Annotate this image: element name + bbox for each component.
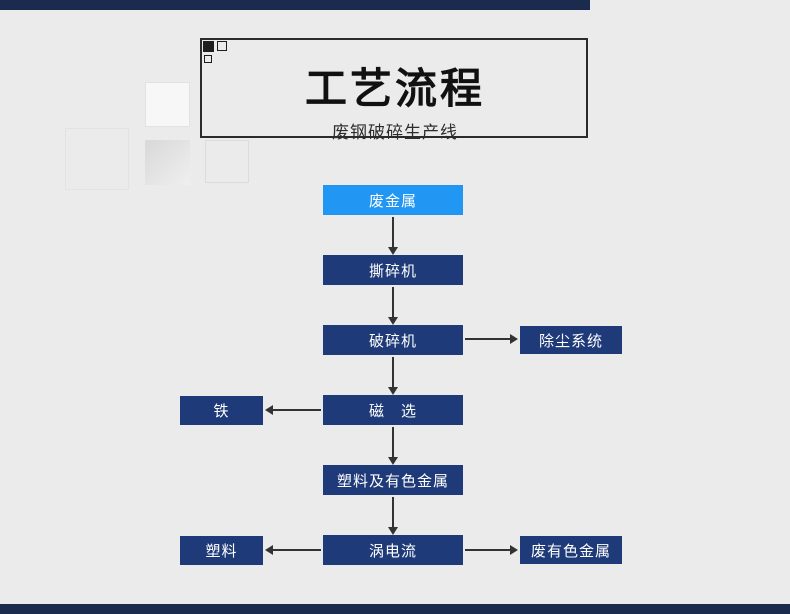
arrow-eddy-to-waste-nonferrous-icon	[465, 545, 518, 555]
title-frame	[200, 38, 588, 138]
arrow-crusher-to-magnetic-icon	[388, 357, 398, 395]
node-waste-metal: 废金属	[323, 185, 463, 215]
arrow-eddy-to-plastic-icon	[265, 545, 321, 555]
node-eddy-current: 涡电流	[323, 535, 463, 565]
corner-square-small-icon	[204, 55, 212, 63]
top-accent-bar	[0, 0, 590, 10]
decorative-square-gray	[145, 140, 190, 185]
arrow-magnetic-to-plastic-nonferrous-icon	[388, 427, 398, 465]
decorative-square-white	[145, 82, 190, 127]
node-shredder: 撕碎机	[323, 255, 463, 285]
corner-square-filled-icon	[203, 41, 214, 52]
decorative-square-faint	[65, 128, 129, 190]
node-iron: 铁	[180, 396, 263, 425]
bottom-accent-bar	[0, 604, 790, 614]
arrow-plastic-nonferrous-to-eddy-icon	[388, 497, 398, 535]
arrow-crusher-to-dust-system-icon	[465, 334, 518, 344]
page-subtitle: 废钢破碎生产线	[332, 123, 458, 142]
node-magnetic-separation: 磁 选	[323, 395, 463, 425]
node-plastic-and-nonferrous: 塑料及有色金属	[323, 465, 463, 495]
node-plastic: 塑料	[180, 536, 263, 565]
node-dust-system: 除尘系统	[520, 326, 622, 354]
arrow-shredder-to-crusher-icon	[388, 287, 398, 325]
node-waste-nonferrous: 废有色金属	[520, 536, 622, 564]
page-title: 工艺流程	[304, 65, 485, 112]
node-crusher: 破碎机	[323, 325, 463, 355]
decorative-square-outline	[205, 140, 249, 183]
corner-square-outline-icon	[217, 41, 227, 51]
arrow-magnetic-to-iron-icon	[265, 405, 321, 415]
arrow-waste-metal-to-shredder-icon	[388, 217, 398, 255]
